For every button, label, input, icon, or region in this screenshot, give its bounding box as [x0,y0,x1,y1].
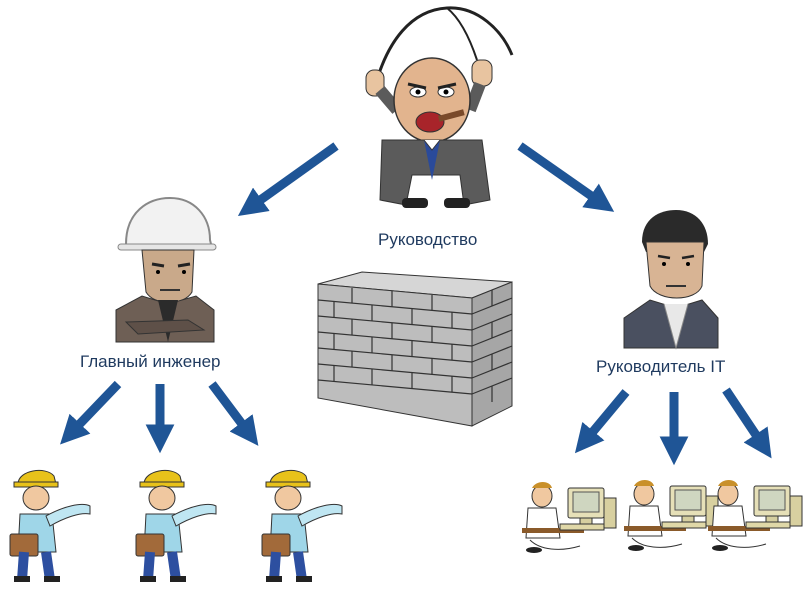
arrow-boss-to-chief [237,142,339,217]
arrow-boss-to-it [517,142,615,212]
angry-boss-with-whip-icon [365,6,514,208]
construction-worker-icon [261,469,343,582]
person-at-computer-icon [522,482,617,553]
construction-worker-icon [9,469,91,582]
arrow-it-to-worker-1 [574,389,630,454]
engineer-in-hardhat-icon [115,196,217,343]
businessman-icon [623,210,719,350]
brick-wall-icon [317,271,513,427]
chief-engineer-label: Главный инженер [80,352,221,371]
construction-worker-icon [135,469,217,582]
arrow-it-to-worker-3 [722,387,772,459]
person-at-computer-icon [708,480,803,551]
arrow-chief-to-worker-1 [60,380,122,445]
management-label: Руководство [378,230,478,249]
arrow-chief-to-worker-3 [208,381,259,446]
person-at-computer-icon [624,480,719,551]
it-head-label: Руководитель IT [596,357,726,376]
